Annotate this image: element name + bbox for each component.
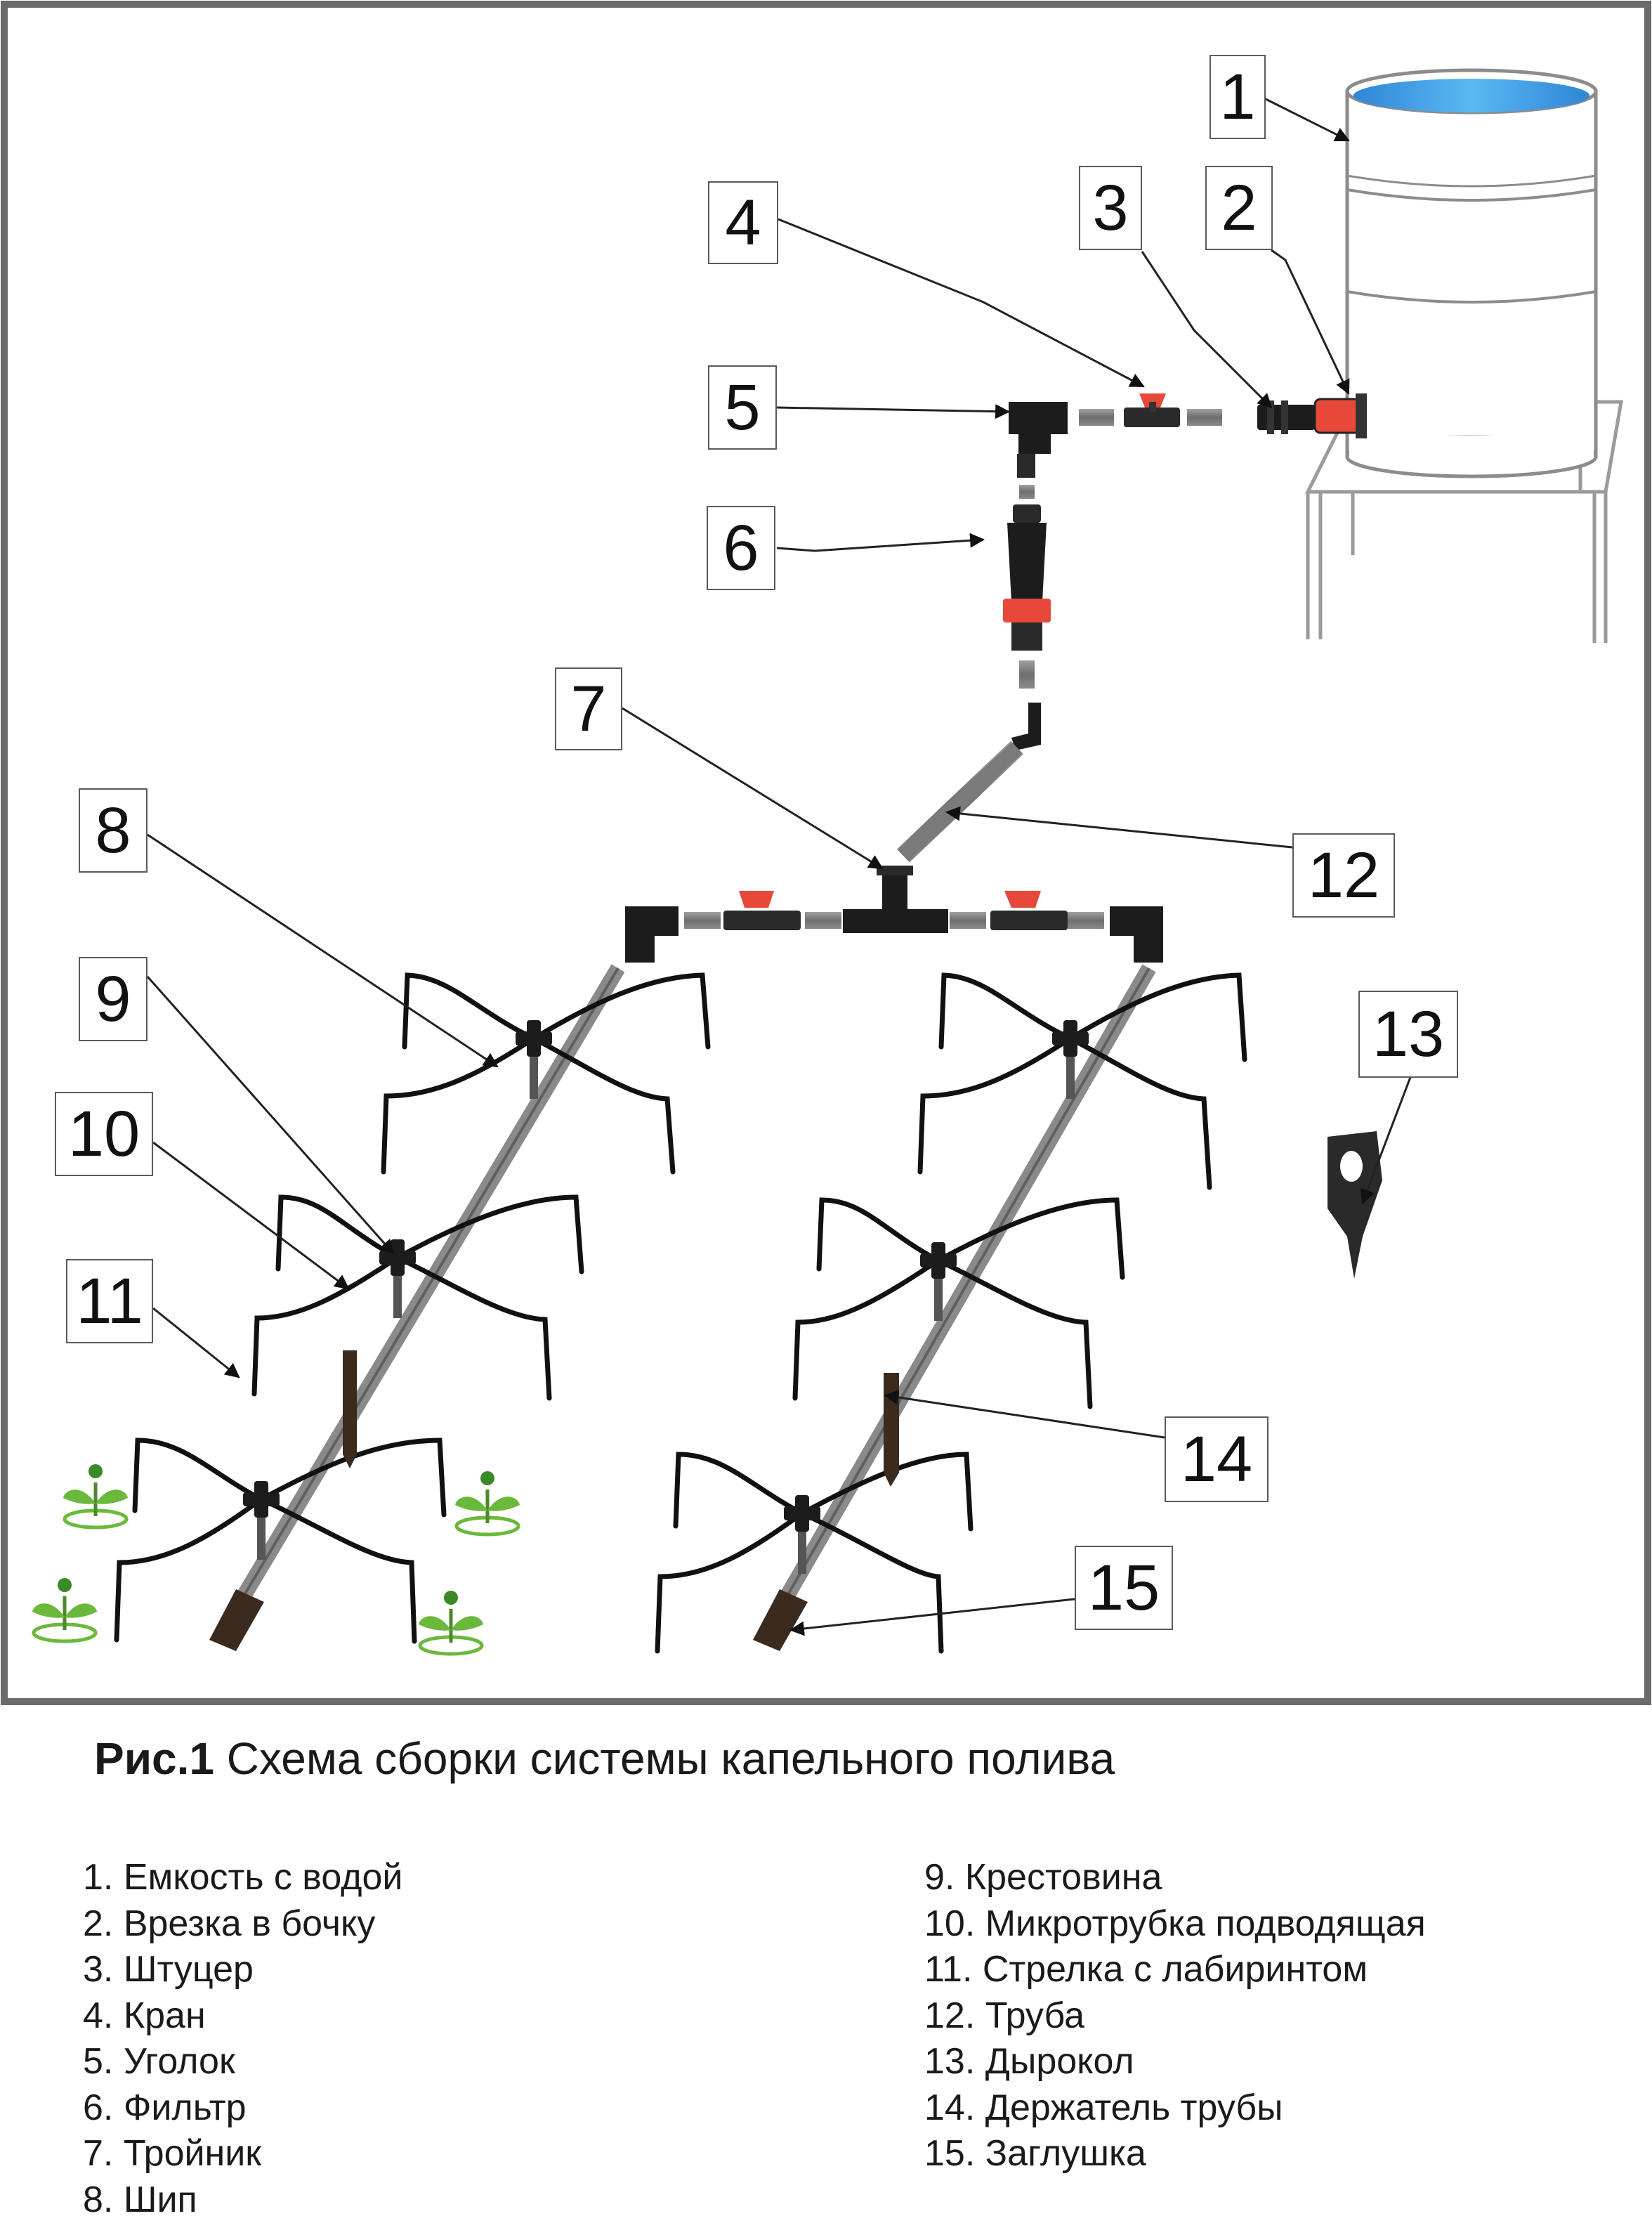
legend-item: 10. Микротрубка подводящая: [924, 1901, 1426, 1948]
callout-11: 11: [66, 1259, 153, 1343]
legend-item: 2. Врезка в бочку: [83, 1901, 402, 1948]
callout-8: 8: [79, 788, 148, 873]
callout-2: 2: [1205, 166, 1273, 250]
figure-caption-text: Схема сборки системы капельного полива: [214, 1733, 1115, 1784]
legend-item: 15. Заглушка: [924, 2131, 1426, 2177]
legend-item: 6. Фильтр: [83, 2085, 402, 2132]
legend-left: 1. Емкость с водой 2. Врезка в бочку 3. …: [83, 1855, 402, 2223]
callout-15: 15: [1075, 1546, 1173, 1630]
water-tank: [1347, 70, 1596, 476]
legend-item: 3. Штуцер: [83, 1947, 402, 1993]
figure-caption-prefix: Рис.1: [94, 1733, 214, 1784]
legend-item: 9. Крестовина: [924, 1855, 1426, 1901]
callout-7: 7: [555, 667, 622, 750]
irrigation-diagram: [0, 0, 1652, 1714]
legend-item: 12. Труба: [924, 1993, 1426, 2040]
legend-item: 11. Стрелка с лабиринтом: [924, 1947, 1426, 1993]
legend-item: 8. Шип: [83, 2177, 402, 2223]
legend-right: 9. Крестовина 10. Микротрубка подводящая…: [924, 1855, 1426, 2177]
callout-9: 9: [79, 957, 148, 1041]
callout-6: 6: [707, 506, 775, 590]
legend-item: 4. Кран: [83, 1993, 402, 2040]
hole-punch-icon: [1328, 1131, 1382, 1279]
pipe-holders: [343, 1350, 899, 1487]
legend-item: 13. Дырокол: [924, 2039, 1426, 2085]
legend-item: 7. Тройник: [83, 2131, 402, 2177]
callout-14: 14: [1165, 1416, 1268, 1502]
supply-line: [903, 393, 1367, 856]
header-line: [625, 866, 1163, 963]
leader-lines: [148, 98, 1412, 1630]
callout-1: 1: [1210, 55, 1266, 139]
callout-10: 10: [55, 1092, 153, 1176]
legend-item: 1. Емкость с водой: [83, 1855, 402, 1901]
lateral-pipes: [209, 968, 1149, 1651]
callout-3: 3: [1079, 166, 1142, 250]
callout-5: 5: [708, 365, 777, 450]
callout-12: 12: [1292, 833, 1395, 918]
legend-item: 5. Уголок: [83, 2039, 402, 2085]
figure-caption: Рис.1 Схема сборки системы капельного по…: [94, 1733, 1115, 1785]
callout-4: 4: [708, 181, 778, 264]
legend-item: 14. Держатель трубы: [924, 2085, 1426, 2132]
callout-13: 13: [1358, 991, 1458, 1078]
